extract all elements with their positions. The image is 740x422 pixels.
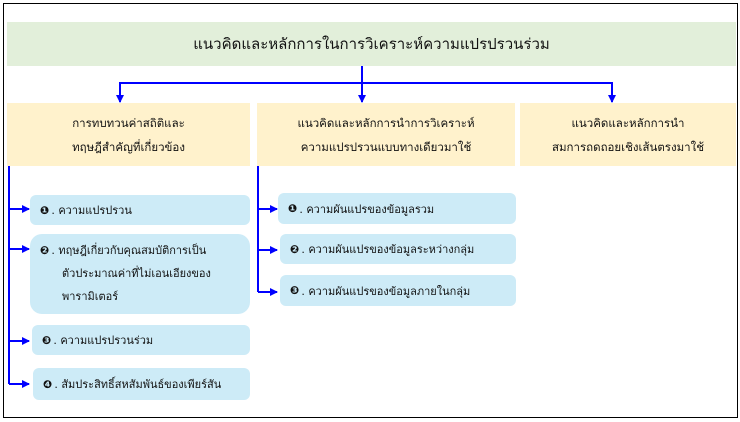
list-item: ❹. สัมประสิทธิ์สหสัมพันธ์ของเพียร์สัน bbox=[33, 368, 250, 400]
column-label: การทบทวนค่าสถิติและ bbox=[72, 115, 185, 130]
diagram-title: แนวคิดและหลักการในการวิเคราะห์ความแปรปรว… bbox=[7, 22, 736, 66]
item-text: พารามิเตอร์ bbox=[62, 290, 119, 303]
item-text: . ความผันแปรของข้อมูลระหว่างกลุ่ม bbox=[301, 243, 475, 256]
column-label: ความแปรปรวนแบบทางเดียวมาใช้ bbox=[300, 139, 472, 154]
list-item: ❸. ความแปรปรวนร่วม bbox=[32, 325, 250, 355]
list-item: ❶. ความผันแปรของข้อมูลรวม bbox=[278, 193, 516, 224]
number-badge: ❸ bbox=[42, 333, 52, 347]
column-statistics-review: การทบทวนค่าสถิติและ ทฤษฎีสำคัญที่เกี่ยวข… bbox=[7, 103, 250, 166]
number-badge: ❸ bbox=[290, 284, 300, 297]
list-item: ❷. ทฤษฎีเกี่ยวกับคุณสมบัติการเป็น ตัวประ… bbox=[30, 234, 250, 314]
list-item: ❶. ความแปรปรวน bbox=[30, 195, 250, 225]
item-text: . ความแปรปรวน bbox=[51, 204, 132, 217]
list-item: ❸. ความผันแปรของข้อมูลภายในกลุ่ม bbox=[280, 275, 516, 306]
item-text: . ความผันแปรของข้อมูลรวม bbox=[299, 202, 435, 216]
column-label: สมการถดถอยเชิงเส้นตรงมาใช้ bbox=[551, 139, 705, 154]
diagram-frame bbox=[3, 3, 738, 418]
item-text: . ทฤษฎีเกี่ยวกับคุณสมบัติการเป็น bbox=[51, 244, 207, 257]
number-badge: ❶ bbox=[288, 202, 298, 215]
column-anova-concept: แนวคิดและหลักการนำการวิเคราะห์ ความแปรปร… bbox=[257, 103, 515, 166]
column-label: แนวคิดและหลักการนำการวิเคราะห์ bbox=[297, 115, 475, 130]
number-badge: ❶ bbox=[40, 203, 50, 217]
list-item: ❷. ความผันแปรของข้อมูลระหว่างกลุ่ม bbox=[280, 234, 516, 264]
number-badge: ❷ bbox=[40, 244, 50, 257]
item-text: . ความผันแปรของข้อมูลภายในกลุ่ม bbox=[301, 284, 471, 298]
column-regression-concept: แนวคิดและหลักการนำ สมการถดถอยเชิงเส้นตรง… bbox=[520, 103, 736, 166]
number-badge: ❹ bbox=[43, 377, 53, 391]
column-label: แนวคิดและหลักการนำ bbox=[571, 115, 685, 130]
number-badge: ❷ bbox=[290, 242, 300, 256]
item-text: . สัมประสิทธิ์สหสัมพันธ์ของเพียร์สัน bbox=[54, 378, 222, 391]
item-text: . ความแปรปรวนร่วม bbox=[53, 334, 154, 347]
item-text: ตัวประมาณค่าที่ไม่เอนเอียงของ bbox=[62, 267, 211, 280]
column-label: ทฤษฎีสำคัญที่เกี่ยวข้อง bbox=[72, 139, 185, 154]
